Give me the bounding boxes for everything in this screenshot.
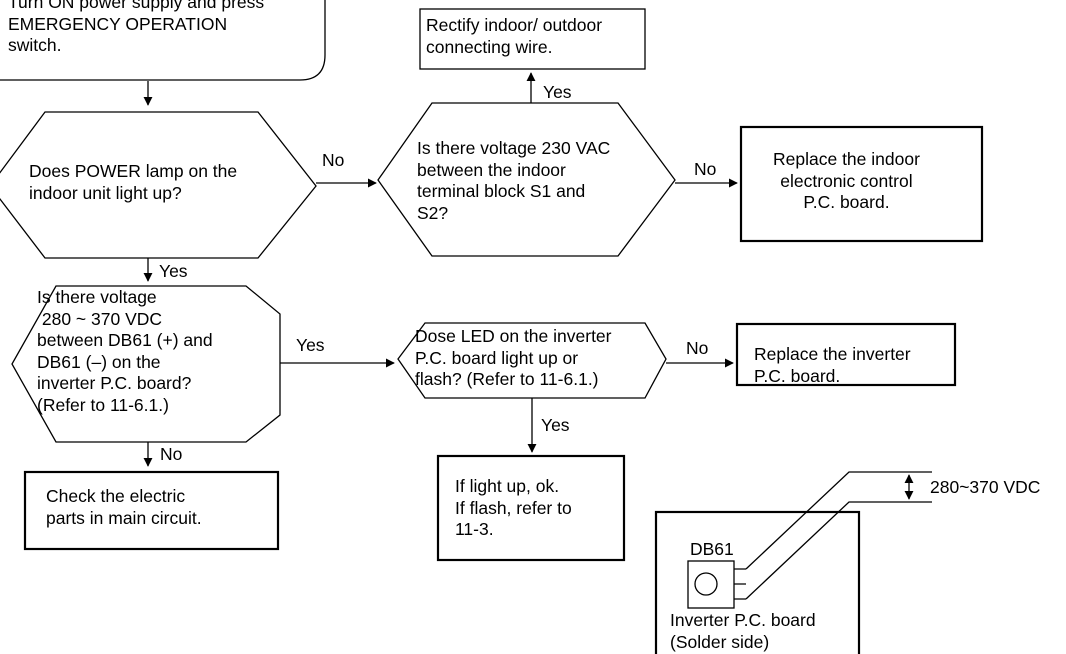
voltage-label: 280~370 VDC bbox=[930, 477, 1041, 497]
start-terminal: Turn ON power supply and press EMERGENCY… bbox=[8, 0, 265, 55]
db61-label: DB61 bbox=[690, 539, 734, 559]
label-yes-voltage-dc: Yes bbox=[296, 335, 325, 355]
check-electric-box-shape bbox=[23, 470, 280, 551]
lead-lower bbox=[745, 501, 932, 600]
label-yes-voltage-ac: Yes bbox=[543, 82, 572, 102]
label-no-voltage-ac: No bbox=[694, 159, 717, 179]
board-caption: Inverter P.C. board (Solder side) bbox=[670, 610, 816, 652]
label-no-led: No bbox=[686, 338, 709, 358]
decision-power-lamp-shape bbox=[0, 111, 317, 259]
light-flash-box-shape bbox=[436, 454, 626, 562]
replace-inverter-board-box: Replace the inverter P.C. board. bbox=[754, 344, 911, 386]
label-no-power-lamp: No bbox=[322, 150, 345, 170]
inverter-board-outline bbox=[654, 510, 861, 654]
db61-pins bbox=[734, 568, 746, 600]
lead-upper bbox=[745, 471, 932, 570]
decision-power-lamp: Does POWER lamp on the indoor unit light… bbox=[29, 161, 238, 203]
decision-voltage-dc-shape bbox=[11, 285, 281, 443]
label-yes-power-lamp: Yes bbox=[159, 261, 188, 281]
start-terminal-shape bbox=[0, 0, 326, 81]
light-flash-box: If light up, ok. If flash, refer to 11-3… bbox=[455, 476, 572, 539]
decision-led-shape bbox=[397, 322, 667, 399]
check-electric-box: Check the electric parts in main circuit… bbox=[46, 486, 202, 528]
decision-voltage-dc: Is there voltage 280 ~ 370 VDC between D… bbox=[37, 287, 213, 415]
replace-inverter-board-box-shape bbox=[735, 322, 957, 387]
decision-led: Dose LED on the inverter P.C. board ligh… bbox=[415, 326, 612, 389]
rectify-wire-box-shape bbox=[419, 8, 646, 70]
label-no-voltage-dc: No bbox=[160, 444, 183, 464]
rectify-wire-box: Rectify indoor/ outdoor connecting wire. bbox=[426, 15, 603, 57]
decision-voltage-ac: Is there voltage 230 VAC between the ind… bbox=[417, 138, 611, 223]
label-yes-led: Yes bbox=[541, 415, 570, 435]
decision-voltage-ac-shape bbox=[377, 102, 676, 257]
replace-indoor-board-box: Replace the indoor electronic control P.… bbox=[773, 149, 920, 212]
db61-component-hole bbox=[694, 572, 718, 596]
replace-indoor-board-box-shape bbox=[739, 125, 984, 243]
